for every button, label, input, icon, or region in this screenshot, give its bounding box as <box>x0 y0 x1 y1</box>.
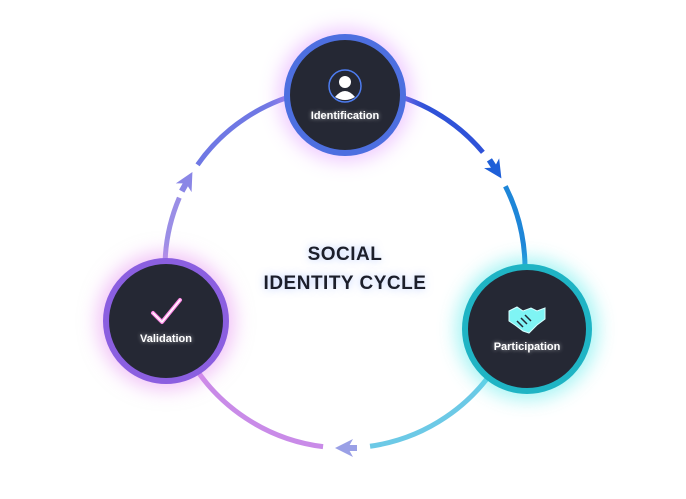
node-label: Participation <box>493 341 561 353</box>
diagram-title: SOCIAL IDENTITY CYCLE <box>245 240 445 298</box>
arrow-icon <box>175 171 193 193</box>
handshake-icon <box>508 306 546 334</box>
node-validation: Validation <box>103 258 229 384</box>
title-line-2: IDENTITY CYCLE <box>263 273 427 294</box>
node-identification: Identification <box>284 34 406 156</box>
ring-segment <box>186 356 324 450</box>
checkmark-icon <box>151 298 182 324</box>
node-participation: Participation <box>462 264 592 394</box>
arrow-icon <box>335 439 357 457</box>
arrow-icon <box>484 158 502 179</box>
node-label: Identification <box>310 110 380 122</box>
node-label: Validation <box>140 333 192 345</box>
user-icon <box>328 69 362 103</box>
title-line-1: SOCIAL <box>307 244 383 265</box>
